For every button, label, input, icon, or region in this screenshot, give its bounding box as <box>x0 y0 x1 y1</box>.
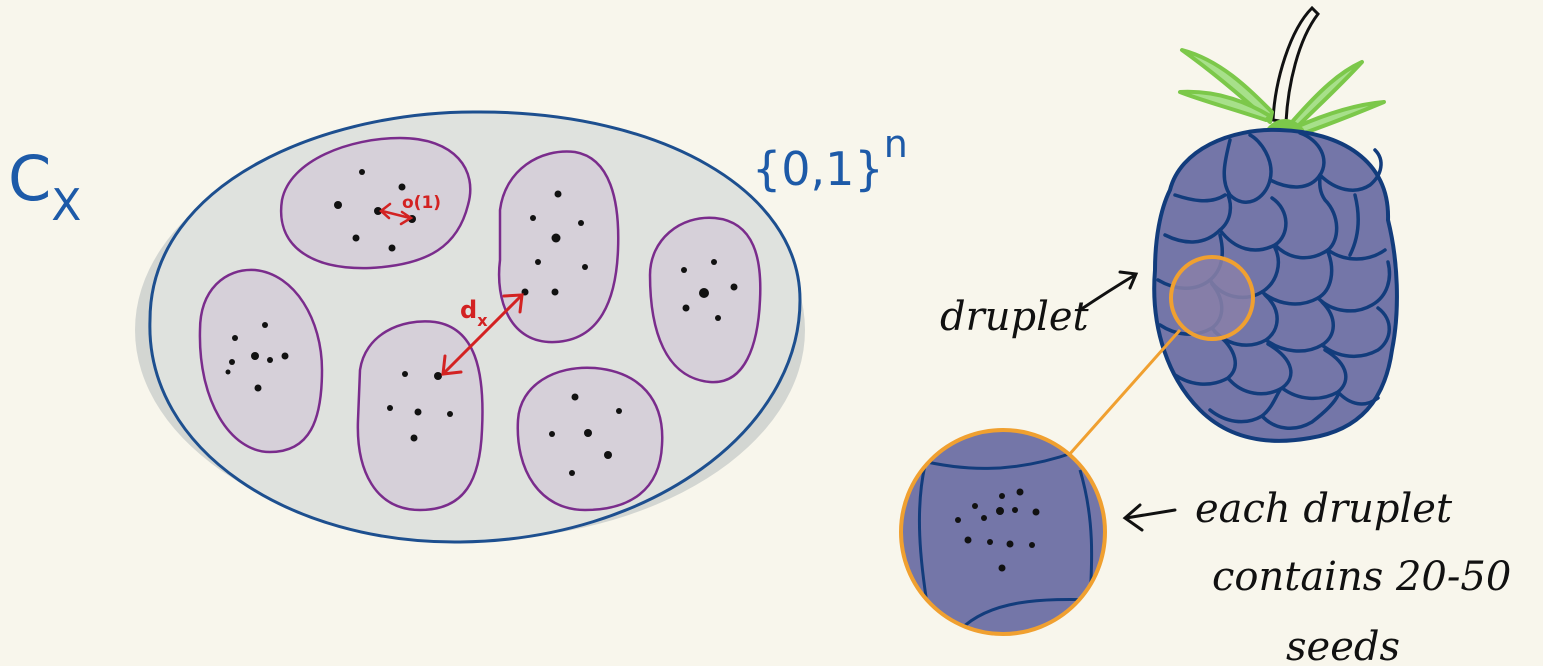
cluster-size-label: o(1) <box>402 193 441 213</box>
cluster-size-arrow-line <box>380 209 412 220</box>
distance-arrow-head-bottom <box>441 354 463 376</box>
distance-arrow-line <box>441 293 524 376</box>
cluster-4-outline <box>198 268 324 454</box>
cluster-4-seeds <box>225 322 289 392</box>
cluster-5 <box>356 320 484 512</box>
space-label: CX <box>8 142 81 231</box>
cluster-size-arrow-head-right <box>399 210 414 226</box>
distance-annotation: dx <box>441 293 524 376</box>
magnifier-connector <box>1058 329 1182 466</box>
zoomed-drupelet-seeds <box>955 488 1040 572</box>
cluster-2-seeds <box>521 190 588 296</box>
droplet-label: druplet <box>940 294 1090 340</box>
cluster-size-annotation: o(1) <box>379 193 441 226</box>
zoomed-drupelet-outline <box>899 428 1107 636</box>
cube-label: {0,1}n <box>752 122 908 196</box>
zoomed-drupelet-background <box>901 430 1105 634</box>
cluster-2 <box>497 150 620 344</box>
cluster-size-arrow-head-left <box>379 202 392 220</box>
cluster-6-seeds <box>549 393 622 476</box>
cluster-6 <box>516 366 664 512</box>
cluster-1 <box>279 136 472 270</box>
cluster-3-seeds <box>681 259 738 321</box>
cluster-3 <box>648 216 762 384</box>
distance-arrow-head-top <box>502 293 524 314</box>
cluster-1-outline <box>279 136 472 270</box>
cluster-2-outline <box>497 150 620 344</box>
caption-line-2: contains 20-50 <box>1212 554 1511 600</box>
cluster-1-seeds <box>334 169 416 252</box>
berry-leaves-icon <box>1178 48 1386 140</box>
highlighted-drupelet <box>1169 255 1255 341</box>
blackberry <box>1152 5 1399 443</box>
berry-drupelets <box>1156 131 1392 430</box>
berry-stem-icon <box>1271 5 1320 124</box>
distance-label: dx <box>460 296 488 330</box>
berry-body <box>1152 127 1399 443</box>
cluster-5-outline <box>356 320 484 512</box>
cluster-4 <box>198 268 324 454</box>
droplet-arrow-icon <box>1078 270 1139 312</box>
caption-line-3: seeds <box>1286 624 1400 666</box>
caption-arrow-icon <box>1122 503 1177 532</box>
cluster-6-outline <box>516 366 664 512</box>
cluster-5-seeds <box>387 371 453 442</box>
cluster-3-outline <box>648 216 762 384</box>
zoomed-drupelet <box>899 428 1107 636</box>
caption-line-1: each druplet <box>1195 486 1453 532</box>
